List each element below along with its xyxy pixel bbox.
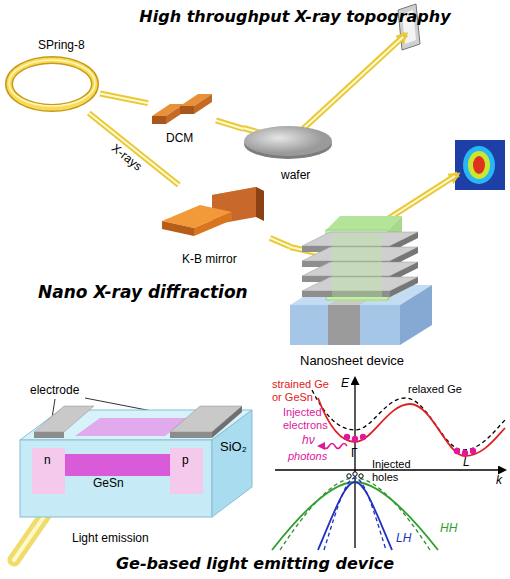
component-shape xyxy=(243,125,333,160)
component-shape-part xyxy=(152,116,166,124)
annotation-label: LH xyxy=(396,532,411,546)
component-node: Nanosheet device xyxy=(290,210,432,345)
beam-core xyxy=(270,238,290,247)
band-diagram-part xyxy=(272,482,438,550)
band-diagram-part xyxy=(352,436,358,442)
diffraction-detector xyxy=(455,140,505,190)
band-diagram-part xyxy=(353,472,357,476)
beam-outer xyxy=(89,113,179,185)
band-diagram-part xyxy=(347,474,351,478)
beam-core xyxy=(100,94,148,104)
band-diagram-part xyxy=(318,482,392,550)
component-shape-part xyxy=(20,440,212,517)
xray-beam-part xyxy=(243,37,403,141)
xray-beam-part xyxy=(243,34,406,141)
annotation-label: hν xyxy=(302,434,315,448)
component-shape xyxy=(160,185,270,243)
component-shape-part xyxy=(34,432,64,438)
annotation-label: HH xyxy=(440,522,457,536)
diffraction-detector-part xyxy=(463,146,495,184)
annotation-label: Injected electrons xyxy=(283,406,335,431)
annotation-label: photons xyxy=(288,450,327,463)
annotation-label: Γ xyxy=(351,447,358,461)
component-label: DCM xyxy=(166,132,193,146)
component-shape-part xyxy=(390,277,418,297)
xray-beam xyxy=(100,94,148,104)
component-shape-part xyxy=(170,432,212,438)
component-label: wafer xyxy=(281,169,310,183)
component-label: p xyxy=(182,454,189,468)
annotation-label: Injected holes xyxy=(372,458,417,483)
component-shape-part xyxy=(212,406,242,438)
component-node: GeSn xyxy=(65,450,170,492)
component-node: K-B mirror xyxy=(160,185,270,243)
diffraction-detector-part xyxy=(455,140,505,190)
component-shape xyxy=(148,92,216,128)
component-shape xyxy=(290,210,432,345)
band-diagram-part xyxy=(354,378,355,548)
component-shape-part xyxy=(400,285,432,345)
component-shape-part xyxy=(194,212,232,236)
band-diagram-part xyxy=(470,448,476,454)
xray-beam xyxy=(89,113,179,185)
component-node: n xyxy=(32,448,65,494)
component-shape-part xyxy=(194,94,212,114)
component-shape-part xyxy=(332,234,382,302)
annotation-label: L xyxy=(463,456,470,470)
component-label: Nanosheet device xyxy=(300,354,404,369)
band-diagram-part xyxy=(360,434,366,440)
beam-outer xyxy=(216,120,243,128)
xray-beam xyxy=(270,238,290,247)
component-shape-part xyxy=(328,305,360,345)
band-diagram-part xyxy=(312,390,505,450)
component-shape-part xyxy=(162,221,194,236)
beam-core xyxy=(216,120,243,128)
component-shape-part xyxy=(65,454,170,476)
component-shape-part xyxy=(9,60,95,108)
component-shape-part xyxy=(9,60,95,108)
xray-beam xyxy=(216,120,243,128)
component-shape xyxy=(5,55,100,113)
annotation-label: k xyxy=(496,474,502,488)
annotation-label: Light emission xyxy=(72,532,149,546)
beam-outer xyxy=(100,94,148,104)
component-shape-part xyxy=(290,305,400,345)
band-diagram-part xyxy=(454,448,460,454)
component-shape-part xyxy=(32,448,65,494)
component-node: DCM xyxy=(148,92,216,128)
component-label: SiO₂ xyxy=(220,440,247,455)
component-label: GeSn xyxy=(93,477,124,491)
annotation-label: E xyxy=(341,377,349,391)
band-diagram-part xyxy=(318,398,505,456)
component-shape-part xyxy=(34,406,94,432)
component-shape-part xyxy=(9,60,95,106)
component-shape-part xyxy=(170,448,203,494)
band-diagram-part xyxy=(319,444,347,449)
component-shape-part xyxy=(244,126,332,156)
band-diagram-part xyxy=(344,434,350,440)
beam-core xyxy=(89,113,179,185)
diffraction-detector-part xyxy=(473,156,485,174)
component-shape-part xyxy=(256,187,264,221)
annotation-label: strained Ge or GeSn xyxy=(272,378,332,403)
diffraction-detector-part xyxy=(468,151,490,179)
component-shape-part xyxy=(180,106,194,114)
component-label: K-B mirror xyxy=(182,253,237,267)
component-label: SPring-8 xyxy=(38,39,85,53)
component-node: p xyxy=(170,448,203,494)
xray-beam xyxy=(243,34,406,141)
annotation-label: relaxed Ge xyxy=(408,383,462,396)
beam-outer xyxy=(270,238,290,247)
band-diagram xyxy=(272,378,505,550)
component-node: wafer xyxy=(243,125,333,160)
component-label: n xyxy=(44,454,51,468)
component-node: SPring-8 xyxy=(5,55,100,113)
figure-title: High throughput X-ray topography xyxy=(80,8,510,26)
annotation-label: Ge-based light emitting device xyxy=(0,555,510,573)
component-node: SiO₂ GeSn n p xyxy=(20,410,252,517)
annotation-label: electrode xyxy=(30,384,79,398)
band-diagram-part xyxy=(359,474,363,478)
annotation-label: Nano X-ray diffraction xyxy=(38,283,248,303)
